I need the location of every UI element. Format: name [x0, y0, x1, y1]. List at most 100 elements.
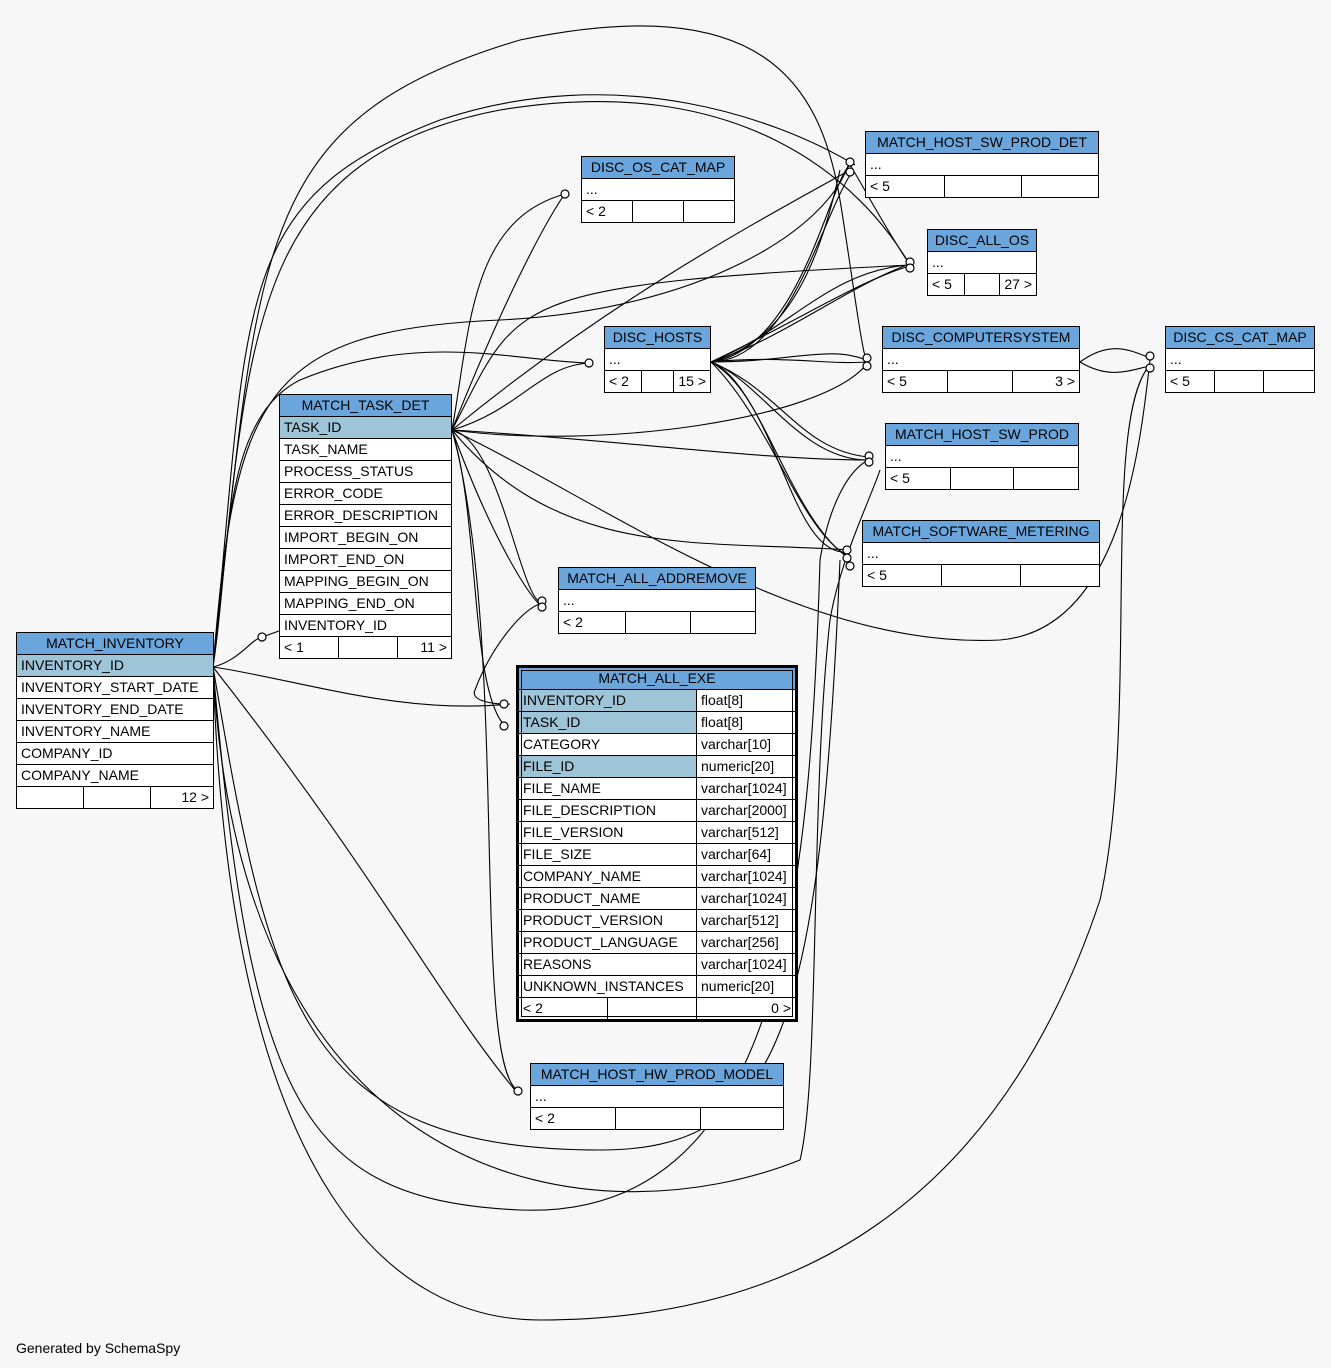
column-row[interactable]: INVENTORY_NAME — [16, 720, 214, 743]
column-row[interactable]: COMPANY_NAME — [16, 764, 214, 787]
table-disc-os-cat-map[interactable]: DISC_OS_CAT_MAP ... < 2 — [581, 156, 735, 223]
column-name[interactable]: FILE_DESCRIPTION — [517, 799, 697, 822]
table-match-all-addremove[interactable]: MATCH_ALL_ADDREMOVE ... < 2 — [558, 567, 756, 634]
ellipsis-row[interactable]: ... — [865, 153, 1099, 176]
table-header[interactable]: MATCH_HOST_SW_PROD — [885, 423, 1079, 446]
parents-count[interactable]: < 2 — [517, 997, 608, 1021]
ellipsis-row[interactable]: ... — [558, 589, 756, 612]
children-count[interactable]: 12 > — [150, 786, 214, 809]
children-count[interactable] — [683, 200, 735, 223]
column-row[interactable]: COMPANY_ID — [16, 742, 214, 765]
table-match-inventory[interactable]: MATCH_INVENTORY INVENTORY_ID INVENTORY_S… — [16, 632, 214, 809]
parents-count[interactable]: < 2 — [581, 200, 633, 223]
column-row[interactable]: PROCESS_STATUS — [279, 460, 452, 483]
ellipsis-row[interactable]: ... — [604, 348, 711, 371]
column-name[interactable]: FILE_ID — [517, 755, 697, 778]
table-header[interactable]: MATCH_SOFTWARE_METERING — [862, 520, 1100, 543]
column-name[interactable]: PRODUCT_NAME — [517, 887, 697, 910]
table-header[interactable]: DISC_ALL_OS — [927, 229, 1037, 252]
children-count[interactable]: 15 > — [673, 370, 711, 393]
ellipsis-row[interactable]: ... — [581, 178, 735, 201]
column-row[interactable]: ERROR_DESCRIPTION — [279, 504, 452, 527]
parents-count[interactable]: < 5 — [885, 467, 951, 490]
column-row[interactable]: INVENTORY_ID — [279, 614, 452, 637]
table-match-host-sw-prod-det[interactable]: MATCH_HOST_SW_PROD_DET ... < 5 — [865, 131, 1099, 198]
table-header[interactable]: DISC_HOSTS — [604, 326, 711, 349]
column-name[interactable]: REASONS — [517, 953, 697, 976]
ellipsis-row[interactable]: ... — [885, 445, 1079, 468]
ellipsis-row[interactable]: ... — [927, 251, 1037, 274]
table-header[interactable]: MATCH_ALL_EXE — [517, 666, 797, 690]
parents-count[interactable] — [16, 786, 84, 809]
children-count[interactable] — [1021, 175, 1099, 198]
ellipsis-row[interactable]: ... — [530, 1085, 784, 1108]
column-name[interactable]: PRODUCT_LANGUAGE — [517, 931, 697, 954]
column-row[interactable]: INVENTORY_START_DATE — [16, 676, 214, 699]
column-row[interactable]: IMPORT_END_ON — [279, 548, 452, 571]
children-count[interactable]: 27 > — [999, 273, 1037, 296]
table-match-software-metering[interactable]: MATCH_SOFTWARE_METERING ... < 5 — [862, 520, 1100, 587]
parents-count[interactable]: < 2 — [530, 1107, 616, 1130]
column-row[interactable]: INVENTORY_ID — [16, 654, 214, 677]
table-disc-all-os[interactable]: DISC_ALL_OS ... < 5 27 > — [927, 229, 1037, 296]
table-header[interactable]: MATCH_INVENTORY — [16, 632, 214, 655]
parents-count[interactable]: < 1 — [279, 636, 339, 659]
column-row[interactable]: TASK_NAME — [279, 438, 452, 461]
table-header[interactable]: MATCH_HOST_SW_PROD_DET — [865, 131, 1099, 154]
table-match-task-det[interactable]: MATCH_TASK_DET TASK_ID TASK_NAME PROCESS… — [279, 394, 452, 659]
parents-count[interactable]: < 5 — [1165, 370, 1215, 393]
parents-count[interactable]: < 5 — [882, 370, 948, 393]
parents-count[interactable]: < 5 — [862, 564, 942, 587]
children-count[interactable] — [1020, 564, 1100, 587]
ellipsis-row[interactable]: ... — [862, 542, 1100, 565]
children-count[interactable]: 3 > — [1012, 370, 1080, 393]
column-name[interactable]: CATEGORY — [517, 733, 697, 756]
table-match-host-hw-prod-model[interactable]: MATCH_HOST_HW_PROD_MODEL ... < 2 — [530, 1063, 784, 1130]
children-count[interactable] — [690, 611, 756, 634]
column-row[interactable]: MAPPING_END_ON — [279, 592, 452, 615]
table-disc-computersystem[interactable]: DISC_COMPUTERSYSTEM ... < 5 3 > — [882, 326, 1080, 393]
column-row[interactable]: ERROR_CODE — [279, 482, 452, 505]
column-name[interactable]: PRODUCT_VERSION — [517, 909, 697, 932]
column-name[interactable]: UNKNOWN_INSTANCES — [517, 975, 697, 998]
table-header[interactable]: DISC_OS_CAT_MAP — [581, 156, 735, 179]
table-header[interactable]: MATCH_ALL_ADDREMOVE — [558, 567, 756, 590]
table-disc-cs-cat-map[interactable]: DISC_CS_CAT_MAP ... < 5 — [1165, 326, 1315, 393]
children-count[interactable]: 11 > — [397, 636, 452, 659]
column-name[interactable]: FILE_NAME — [517, 777, 697, 800]
ellipsis-row[interactable]: ... — [882, 348, 1080, 371]
parents-count[interactable]: < 2 — [604, 370, 642, 393]
children-count[interactable]: 0 > — [696, 997, 797, 1021]
column-name[interactable]: TASK_ID — [517, 711, 697, 734]
table-match-host-sw-prod[interactable]: MATCH_HOST_SW_PROD ... < 5 — [885, 423, 1079, 490]
parents-count[interactable]: < 5 — [865, 175, 945, 198]
table-header[interactable]: MATCH_TASK_DET — [279, 394, 452, 417]
column-row[interactable]: MAPPING_BEGIN_ON — [279, 570, 452, 593]
table-header[interactable]: DISC_CS_CAT_MAP — [1165, 326, 1315, 349]
ellipsis-row[interactable]: ... — [1165, 348, 1315, 371]
table-header[interactable]: DISC_COMPUTERSYSTEM — [882, 326, 1080, 349]
parents-count[interactable]: < 5 — [927, 273, 965, 296]
column-row[interactable]: IMPORT_BEGIN_ON — [279, 526, 452, 549]
table-disc-hosts[interactable]: DISC_HOSTS ... < 2 15 > — [604, 326, 711, 393]
column-name[interactable]: FILE_VERSION — [517, 821, 697, 844]
children-count[interactable] — [700, 1107, 784, 1130]
column-row[interactable]: INVENTORY_END_DATE — [16, 698, 214, 721]
column-name[interactable]: FILE_SIZE — [517, 843, 697, 866]
children-count[interactable] — [1263, 370, 1315, 393]
